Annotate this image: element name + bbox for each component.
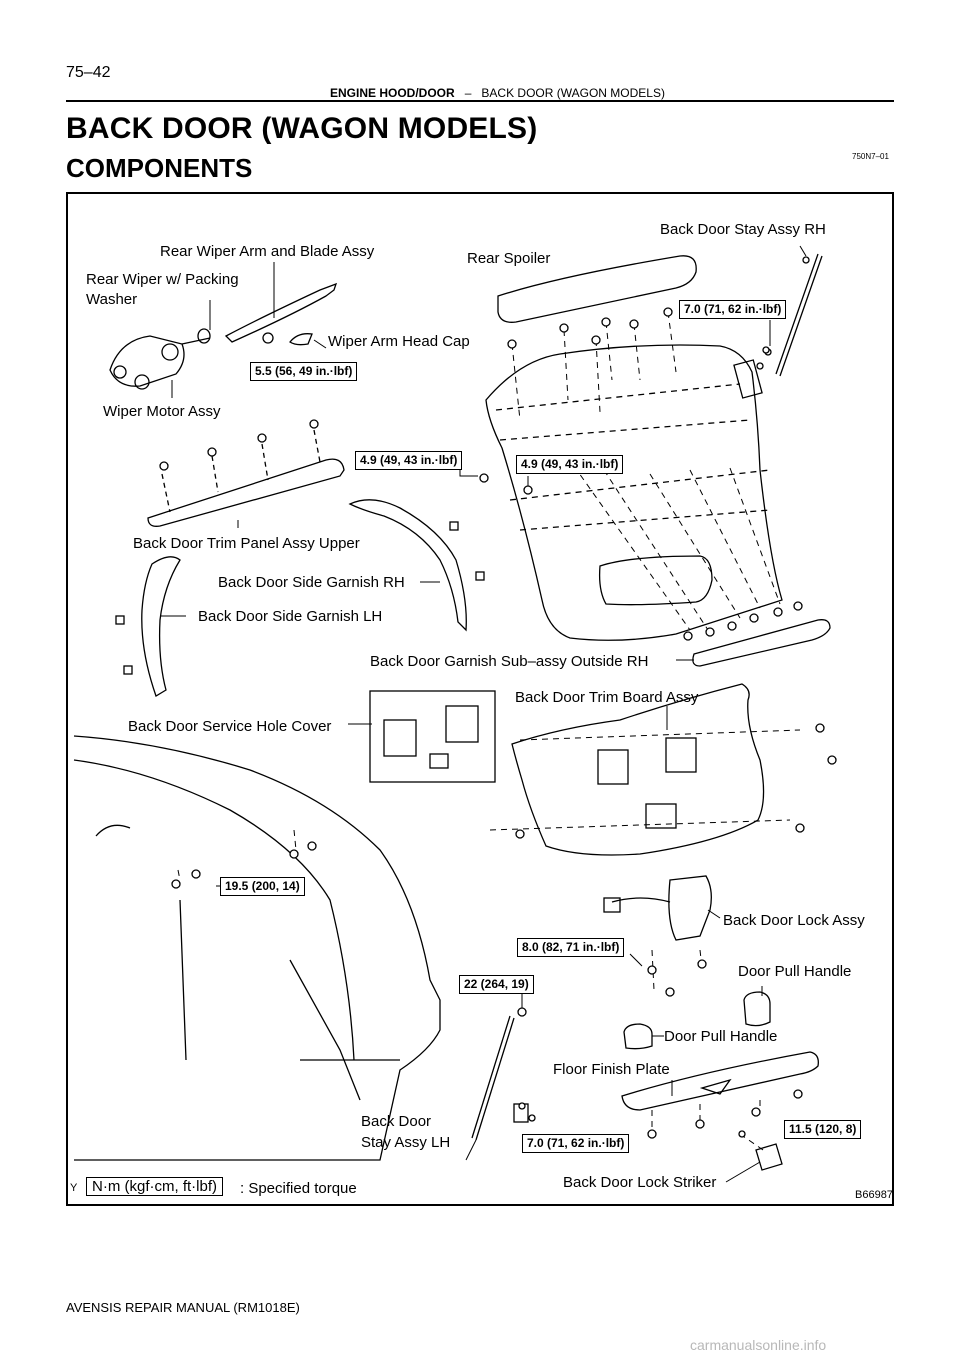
label-lock-assy: Back Door Lock Assy xyxy=(723,912,865,929)
vehicle-body-drawing xyxy=(73,735,441,1161)
label-rear-spoiler: Rear Spoiler xyxy=(467,250,551,267)
label-floor-finish-plate: Floor Finish Plate xyxy=(553,1061,670,1078)
header-section: ENGINE HOOD/DOOR xyxy=(330,86,455,100)
label-side-garnish-lh: Back Door Side Garnish LH xyxy=(198,608,383,625)
torque-striker: 11.5 (120, 8) xyxy=(784,1120,862,1139)
trim-panel-upper-drawing xyxy=(147,458,345,527)
trim-board-drawing xyxy=(511,683,765,856)
torque-lock: 8.0 (82, 71 in.·lbf) xyxy=(517,938,625,957)
torque-spoiler-right: 4.9 (49, 43 in.·lbf) xyxy=(516,455,624,474)
section-title: COMPONENTS xyxy=(66,153,253,183)
torque-wiper-arm: 5.5 (56, 49 in.·lbf) xyxy=(250,362,358,381)
label-lock-striker: Back Door Lock Striker xyxy=(563,1174,717,1191)
torque-hinge: 19.5 (200, 14) xyxy=(220,877,305,896)
rear-spoiler-drawing xyxy=(497,255,697,323)
label-stay-lh-2: Stay Assy LH xyxy=(361,1134,451,1151)
stay-lh-drawing xyxy=(471,1007,529,1141)
page-title: BACK DOOR (WAGON MODELS) xyxy=(66,112,538,145)
figure-id: B66987 xyxy=(855,1189,893,1201)
label-door-pull-handle-lower: Door Pull Handle xyxy=(664,1028,778,1045)
footer: AVENSIS REPAIR MANUAL (RM1018E) xyxy=(66,1300,300,1315)
label-trim-board: Back Door Trim Board Assy xyxy=(515,689,699,706)
watermark: carmanualsonline.info xyxy=(690,1337,827,1353)
back-door-panel-drawing xyxy=(485,344,783,641)
label-side-garnish-rh: Back Door Side Garnish RH xyxy=(218,574,405,591)
wiper-arm-drawing xyxy=(224,282,338,343)
label-back-door-stay-rh: Back Door Stay Assy RH xyxy=(660,221,826,238)
header-rule xyxy=(66,100,894,102)
torque-stay-rh: 7.0 (71, 62 in.·lbf) xyxy=(679,300,787,319)
header-separator: – xyxy=(464,86,472,100)
wiper-motor-drawing xyxy=(109,335,211,390)
page-number: 75–42 xyxy=(66,64,111,81)
label-door-pull-handle-upper: Door Pull Handle xyxy=(738,963,852,980)
door-pull-handle-lower-drawing xyxy=(623,1023,653,1050)
label-service-hole-cover: Back Door Service Hole Cover xyxy=(128,718,332,735)
lock-striker-drawing xyxy=(755,1143,783,1171)
label-rear-wiper-packing-1: Rear Wiper w/ Packing xyxy=(86,271,239,288)
torque-stay-lh-ball: 22 (264, 19) xyxy=(459,975,534,994)
legend-units-box: N·m (kgf·cm, ft·lbf) xyxy=(86,1177,223,1196)
torque-stay-lh-bracket: 7.0 (71, 62 in.·lbf) xyxy=(522,1134,630,1153)
door-pull-handle-upper-drawing xyxy=(743,991,771,1027)
floor-finish-plate-drawing xyxy=(621,1051,819,1111)
garnish-outside-drawing xyxy=(692,619,831,667)
header-subsection: BACK DOOR (WAGON MODELS) xyxy=(481,86,665,100)
lock-assy-drawing xyxy=(668,875,712,941)
side-garnish-lh-drawing xyxy=(141,556,181,697)
side-garnish-rh-drawing xyxy=(348,499,467,632)
legend-text: : Specified torque xyxy=(240,1180,357,1197)
service-hole-cover-box xyxy=(369,690,496,783)
torque-spoiler-left: 4.9 (49, 43 in.·lbf) xyxy=(355,451,463,470)
label-garnish-outside-rh: Back Door Garnish Sub–assy Outside RH xyxy=(370,653,649,670)
label-wiper-arm-head-cap: Wiper Arm Head Cap xyxy=(328,333,470,350)
label-trim-panel-upper: Back Door Trim Panel Assy Upper xyxy=(133,535,360,552)
figure-frame xyxy=(66,192,894,1206)
legend-marker: Y xyxy=(70,1182,78,1194)
stay-rh-drawing xyxy=(733,253,823,399)
label-rear-wiper-arm: Rear Wiper Arm and Blade Assy xyxy=(160,243,375,260)
doc-code: 750N7–01 xyxy=(852,152,889,161)
label-rear-wiper-packing-2: Washer xyxy=(86,291,138,308)
header-title: ENGINE HOOD/DOOR – BACK DOOR (WAGON MODE… xyxy=(330,86,665,100)
label-stay-lh-1: Back Door xyxy=(361,1113,432,1130)
label-wiper-motor: Wiper Motor Assy xyxy=(103,403,221,420)
